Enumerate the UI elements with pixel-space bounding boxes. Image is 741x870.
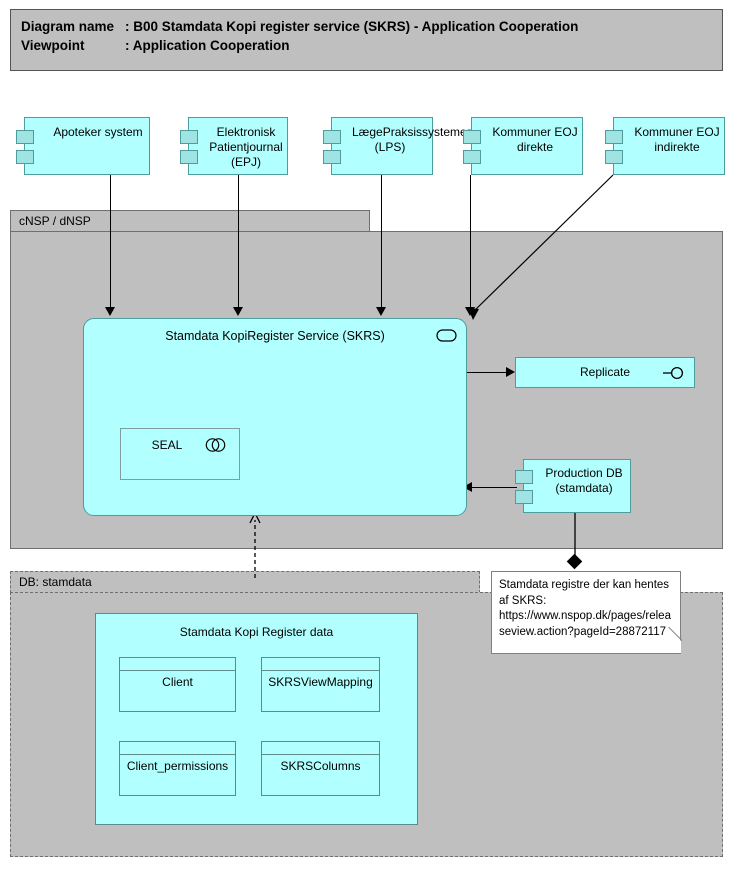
port-icon <box>463 150 481 164</box>
port-icon <box>323 150 341 164</box>
entity-label: Client_permissions <box>126 759 229 773</box>
group-tab-db: DB: stamdata <box>10 571 480 593</box>
arrowhead-skrs-to-replicate <box>506 367 515 377</box>
container-label: Stamdata Kopi Register data <box>179 625 334 639</box>
port-icon <box>605 150 623 164</box>
application-collaboration-icon <box>205 438 226 452</box>
component-production-db[interactable]: Production DB (stamdata) <box>515 459 631 513</box>
port-icon <box>605 130 623 144</box>
port-icon <box>463 130 481 144</box>
note-stamdata-registre: Stamdata registre der kan hentes af SKRS… <box>491 571 683 654</box>
note-border <box>680 572 681 642</box>
application-interface-icon <box>663 366 684 380</box>
connector-skrs-to-replicate <box>466 372 511 373</box>
component-laegepraksissystemer[interactable]: LægePraksissystemer (LPS) <box>323 117 471 175</box>
component-label: Apoteker system <box>53 125 143 139</box>
component-label: Kommuner EOJ indirekte <box>634 125 720 154</box>
group-tab-nsp: cNSP / dNSP <box>10 210 370 232</box>
connector-epj-to-skrs <box>238 175 239 309</box>
entity-skrsviewmapping[interactable]: SKRSViewMapping <box>261 657 380 712</box>
service-label: Stamdata KopiRegister Service (SKRS) <box>165 329 385 343</box>
port-icon <box>515 470 533 484</box>
port-icon <box>515 490 533 504</box>
viewpoint-value: : Application Cooperation <box>125 38 290 53</box>
note-fold-corner <box>668 640 681 653</box>
component-label-line1: Production DB <box>545 466 623 480</box>
entity-label: SKRSViewMapping <box>268 675 373 689</box>
component-kommuner-eoj-direkte[interactable]: Kommuner EOJ direkte <box>463 117 583 175</box>
diagram-title-block: Diagram name : B00 Stamdata Kopi register… <box>10 9 723 71</box>
interface-replicate[interactable]: Replicate <box>515 357 695 388</box>
note-text: Stamdata registre der kan hentes af SKRS… <box>499 579 671 638</box>
application-collaboration-icon <box>436 329 457 342</box>
connector-kommuner-direkte-to-skrs <box>470 175 471 309</box>
entity-header <box>120 658 235 671</box>
port-icon <box>16 150 34 164</box>
viewpoint-line: Viewpoint : Application Cooperation <box>21 36 722 55</box>
component-kommuner-eoj-indirekte[interactable]: Kommuner EOJ indirekte <box>605 117 725 175</box>
entity-header <box>262 742 379 755</box>
entity-client-permissions[interactable]: Client_permissions <box>119 741 236 796</box>
group-label-nsp: cNSP / dNSP <box>19 214 91 228</box>
group-label-db: DB: stamdata <box>19 575 92 589</box>
entity-label: Client <box>162 675 193 689</box>
port-icon <box>180 130 198 144</box>
entity-client[interactable]: Client <box>119 657 236 712</box>
service-stamdata-kopiregister[interactable]: Stamdata KopiRegister Service (SKRS) SEA… <box>83 318 467 516</box>
port-icon <box>180 150 198 164</box>
component-label: Kommuner EOJ direkte <box>492 125 578 154</box>
composition-diamond-note <box>566 553 583 570</box>
connector-productiondb-to-skrs <box>472 487 517 488</box>
entity-header <box>262 658 379 671</box>
interface-label: Replicate <box>579 365 631 379</box>
arrowhead-apoteker-to-skrs <box>105 307 115 316</box>
entity-label: SKRSColumns <box>280 759 361 773</box>
component-apoteker-system[interactable]: Apoteker system <box>16 117 150 175</box>
arrowhead-productiondb-to-skrs <box>463 482 472 492</box>
connector-apoteker-to-skrs <box>110 175 111 309</box>
diagram-name-label: Diagram name <box>21 19 115 34</box>
viewpoint-label: Viewpoint <box>21 38 85 53</box>
subcomponent-seal[interactable]: SEAL <box>120 428 240 480</box>
entity-header <box>120 742 235 755</box>
entity-skrscolumns[interactable]: SKRSColumns <box>261 741 380 796</box>
component-label: LægePraksissystemer (LPS) <box>352 125 471 154</box>
connector-lps-to-skrs <box>381 175 382 309</box>
subcomponent-label: SEAL <box>151 438 183 452</box>
component-label-line2: (stamdata) <box>555 481 613 495</box>
diagram-name-value: : B00 Stamdata Kopi register service (SK… <box>125 19 579 34</box>
arrowhead-lps-to-skrs <box>376 307 386 316</box>
component-label: Production DB (stamdata) <box>542 466 626 496</box>
arrowhead-epj-to-skrs <box>233 307 243 316</box>
diagram-name-line: Diagram name : B00 Stamdata Kopi register… <box>21 17 722 36</box>
port-icon <box>323 130 341 144</box>
component-elektronisk-patientjournal[interactable]: Elektronisk Patientjournal (EPJ) <box>180 117 288 175</box>
port-icon <box>16 130 34 144</box>
arrowhead-kommuner-direkte-to-skrs <box>465 307 475 316</box>
component-label: Elektronisk Patientjournal (EPJ) <box>209 125 283 169</box>
